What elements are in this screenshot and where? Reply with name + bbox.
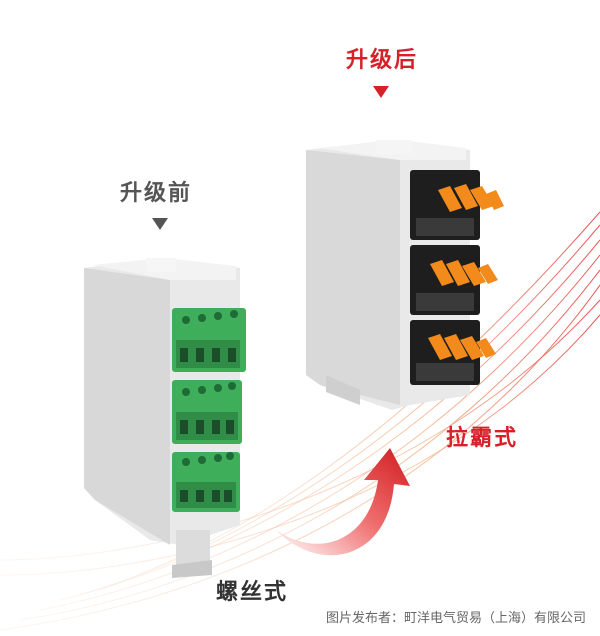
after-upgrade-label: 升级后	[346, 48, 419, 73]
screw-type-label: 螺丝式	[216, 580, 289, 605]
push-type-module	[306, 140, 504, 410]
image-credit: 图片发布者：町洋电气贸易（上海）有限公司	[325, 611, 586, 626]
after-upgrade-arrow-icon	[373, 86, 389, 98]
push-type-label: 拉霸式	[446, 426, 519, 451]
upgrade-arrow-icon	[276, 448, 410, 556]
screw-type-module	[84, 258, 246, 578]
before-upgrade-arrow-icon	[152, 218, 168, 230]
before-upgrade-label: 升级前	[120, 181, 193, 206]
